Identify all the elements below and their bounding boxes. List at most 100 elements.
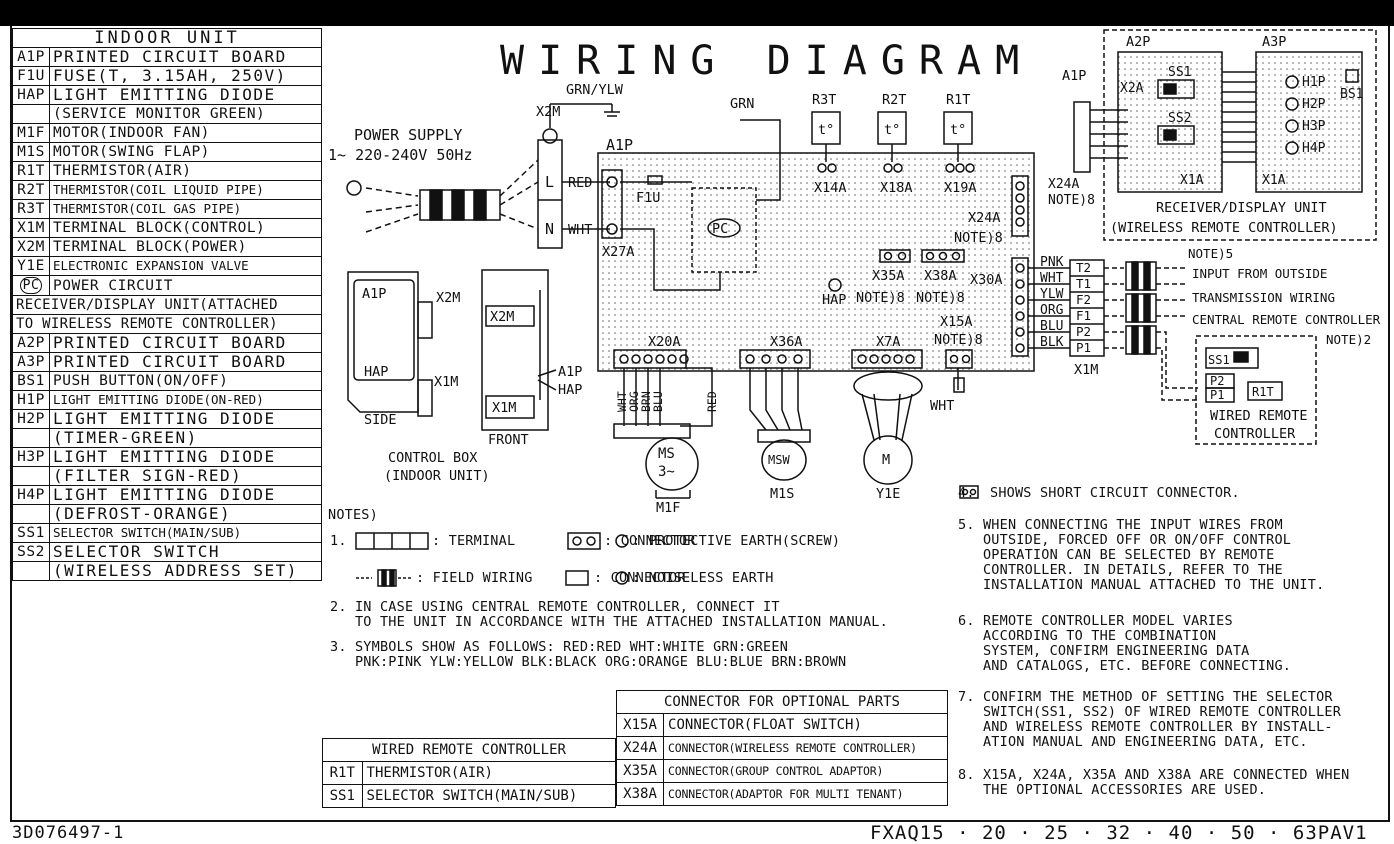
label-x15a: X15A	[940, 314, 973, 330]
note-3: 3. SYMBOLS SHOW AS FOLLOWS: RED:RED WHT:…	[330, 639, 847, 670]
diagram-frame	[10, 26, 1390, 822]
legend-code: H1P	[12, 390, 50, 410]
label-r3t: R3T	[812, 92, 836, 108]
label-p1: P1	[1076, 340, 1091, 355]
optional-table-code: X35A	[615, 759, 665, 783]
led-h2p	[1285, 97, 1299, 111]
note-terminal: : TERMINAL	[432, 533, 516, 549]
note-7: 7. CONFIRM THE METHOD OF SETTING THE SEL…	[958, 689, 1342, 750]
control-box-side	[347, 271, 419, 413]
note-4-number: 4.	[958, 485, 975, 501]
label-pc: PC	[712, 221, 728, 237]
optional-table-desc: CONNECTOR(FLOAT SWITCH)	[663, 713, 948, 737]
label-note5: NOTE)5	[1188, 246, 1233, 261]
thermistor-r1t	[943, 111, 975, 173]
wired-table-code: R1T	[322, 761, 363, 785]
label-wire-org: ORG	[627, 391, 641, 412]
connector-x24a-block	[1073, 101, 1091, 173]
note-earth: : PROTECTIVE EARTH(SCREW)	[632, 533, 841, 549]
label-wire-brn: BRN	[639, 391, 653, 412]
label-x1a-a3p: X1A	[1262, 173, 1286, 188]
optional-table-code: X38A	[615, 782, 665, 806]
legend-code: F1U	[12, 66, 50, 86]
label-a2p: A2P	[1126, 34, 1150, 50]
legend-code: SS2	[12, 542, 50, 562]
note-noiseless: : NOISELESS EARTH	[632, 570, 774, 586]
thermistor-r2t	[877, 111, 907, 173]
label-wired-rc-2: CONTROLLER	[1214, 426, 1296, 442]
receiver-unit-box	[1103, 29, 1377, 241]
label-x2a: X2A	[1120, 81, 1144, 96]
label-org: ORG	[1040, 303, 1064, 318]
label-x1m-side: X1M	[434, 374, 458, 390]
note-connector: : CONNECTOR	[604, 533, 696, 549]
label-m1s: M1S	[770, 486, 794, 502]
label-h1p: H1P	[1302, 75, 1326, 90]
legend-code: A1P	[12, 47, 50, 67]
optional-table-code: X24A	[615, 736, 665, 760]
legend-code: Y1E	[12, 256, 50, 276]
legend-code: X2M	[12, 237, 50, 257]
button-bs1	[1345, 69, 1359, 83]
legend-code: M1S	[12, 142, 50, 162]
label-hap-side: HAP	[364, 364, 388, 380]
label-grn: GRN	[730, 96, 754, 112]
label-wire-blu: BLU	[651, 391, 665, 412]
legend-desc: (SERVICE MONITOR GREEN)	[49, 104, 322, 124]
pcb-a2p	[1117, 51, 1223, 193]
legend-desc: THERMISTOR(COIL GAS PIPE)	[49, 199, 322, 219]
led-h3p	[1285, 119, 1299, 133]
label-y1e: Y1E	[876, 486, 900, 502]
label-x1a-a2p: X1A	[1180, 173, 1204, 188]
legend-desc: LIGHT EMITTING DIODE	[49, 85, 322, 105]
label-pnk: PNK	[1040, 255, 1064, 270]
label-x36a: X36A	[770, 334, 803, 350]
label-x19a: X19A	[944, 180, 977, 196]
legend-desc: (TIMER-GREEN)	[49, 428, 322, 448]
label-t-deg-r2t: t°	[884, 122, 900, 138]
label-hap-front: HAP	[558, 382, 582, 398]
label-hap: HAP	[822, 292, 846, 308]
legend-desc: PRINTED CIRCUIT BOARD	[49, 47, 322, 67]
label-p2: P2	[1076, 324, 1091, 339]
label-receiver-1: RECEIVER/DISPLAY UNIT	[1156, 200, 1327, 216]
power-circuit-symbol: PC	[19, 277, 43, 294]
note-4: SHOWS SHORT CIRCUIT CONNECTOR.	[990, 485, 1240, 501]
label-r1t: R1T	[946, 92, 970, 108]
note-2: 2. IN CASE USING CENTRAL REMOTE CONTROLL…	[330, 599, 888, 630]
power-supply-label: POWER SUPPLY	[354, 126, 462, 144]
label-a1p-recv: A1P	[1062, 68, 1086, 84]
label-t1: T1	[1076, 276, 1091, 291]
label-f1: F1	[1076, 308, 1091, 323]
label-x1m: X1M	[1074, 362, 1098, 378]
field-wiring-input	[1104, 261, 1188, 291]
label-x14a: X14A	[814, 180, 847, 196]
label-front: FRONT	[488, 432, 529, 448]
label-t-deg-r1t: t°	[950, 122, 966, 138]
control-box-front	[481, 269, 549, 431]
legend-code: HAP	[12, 85, 50, 105]
label-x24a-recv: X24A	[1048, 177, 1079, 192]
label-transmission: TRANSMISSION WIRING	[1192, 290, 1335, 305]
label-p1-wired: P1	[1210, 388, 1224, 402]
legend-desc: LIGHT EMITTING DIODE(ON-RED)	[49, 390, 322, 410]
legend-desc: POWER CIRCUIT	[49, 275, 322, 296]
label-h4p: H4P	[1302, 141, 1326, 156]
label-f1u: F1U	[636, 190, 660, 206]
label-x20a: X20A	[648, 334, 681, 350]
label-central-rc: CENTRAL REMOTE CONTROLLER	[1192, 312, 1381, 327]
notes-head: NOTES)	[328, 507, 378, 523]
legend-code: H4P	[12, 485, 50, 505]
label-note8-recv: NOTE)8	[1048, 193, 1095, 208]
label-ss1-recv: SS1	[1168, 65, 1191, 80]
ribbon-wires	[1222, 71, 1256, 163]
legend-code: SS1	[12, 523, 50, 543]
legend-desc: TERMINAL BLOCK(POWER)	[49, 237, 322, 257]
label-blk: BLK	[1040, 335, 1064, 350]
label-bs1: BS1	[1340, 87, 1363, 102]
legend-desc: FUSE(T, 3.15AH, 250V)	[49, 66, 322, 86]
terminal-x2m	[537, 139, 563, 249]
label-note8-x24a: NOTE)8	[954, 230, 1003, 246]
label-x1m-front: X1M	[492, 400, 516, 416]
